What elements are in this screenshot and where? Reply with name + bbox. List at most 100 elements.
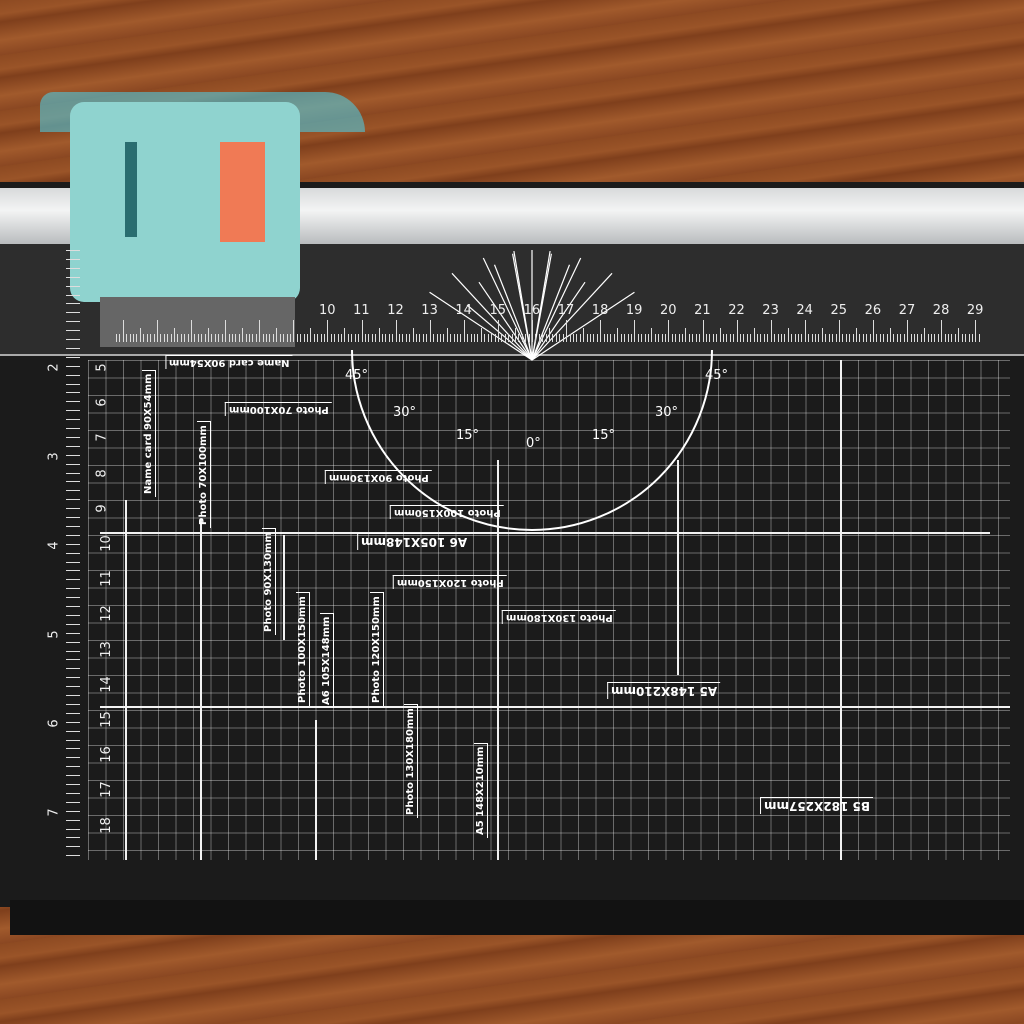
ruler-tick [866,334,868,342]
ruler-tick [545,334,547,342]
ruler-tick [504,334,506,342]
inch-tick [66,748,80,750]
inch-tick [66,757,80,759]
inch-tick [66,695,80,696]
rotary-cutter-head[interactable] [40,92,365,347]
top-ruler-number: 14 [455,303,472,318]
angle-ray [478,281,533,361]
top-ruler-number: 17 [557,303,575,318]
ruler-tick [743,334,745,342]
inch-tick [66,597,80,599]
inch-tick [66,659,80,661]
ruler-tick [528,334,530,342]
inch-tick [66,285,80,287]
guide-line [677,460,679,675]
side-ruler-number: 14 [98,676,114,693]
ruler-tick [726,334,728,342]
ruler-tick [562,334,564,342]
ruler-tick [214,334,216,342]
size-label-vertical: Name card 90X54mm [142,369,156,497]
inch-tick [66,677,80,679]
ruler-tick [255,334,257,342]
ruler-tick [862,334,864,342]
ruler-tick [883,334,885,342]
inch-tick [66,819,80,821]
angle-ray [531,281,586,361]
ruler-tick [859,334,861,342]
ruler-tick [542,334,544,342]
ruler-tick [460,334,462,342]
ruler-tick [371,334,373,342]
ruler-tick [876,334,878,342]
ruler-tick [146,334,148,342]
ruler-tick [589,334,591,342]
ruler-tick [487,334,489,342]
ruler-tick [501,334,503,342]
ruler-tick [231,334,233,342]
grid [88,360,1010,860]
ruler-tick [627,334,629,342]
ruler-tick [399,334,401,342]
ruler-tick [310,328,312,342]
ruler-tick [900,334,902,342]
ruler-tick [289,334,291,342]
ruler-tick [907,320,909,342]
size-label-inverted: Name card 90X54mm [165,355,293,369]
ruler-tick [746,334,748,342]
ruler-tick [538,334,540,342]
angle-ray [531,250,551,361]
ruler-tick [692,334,694,342]
ruler-tick [671,334,673,342]
ruler-tick [235,334,237,342]
top-ruler-number: 11 [353,303,370,318]
ruler-tick [494,334,496,342]
ruler-tick [497,320,499,342]
side-ruler-number: 18 [98,816,114,834]
angle-label: 15° [456,428,480,443]
ruler-tick [457,334,458,342]
ruler-tick [586,334,588,342]
ruler-tick [238,334,240,342]
ruler-tick [552,334,554,342]
ruler-tick [133,334,135,342]
angle-ray [466,304,533,361]
ruler-tick [661,334,663,342]
ruler-tick [439,334,441,342]
ruler-tick [801,334,803,342]
guide-line [283,535,285,640]
inch-ruler-number: 5 [46,630,62,639]
ruler-tick [375,334,377,342]
ruler-tick [402,334,404,342]
inch-tick [66,632,80,634]
ruler-tick [958,328,960,342]
ruler-tick [815,334,817,342]
ruler-tick [160,334,162,342]
ruler-tick [436,334,438,342]
ruler-tick [163,334,165,342]
ruler-tick [303,334,305,342]
ruler-tick [566,320,568,342]
inch-ruler-number: 7 [46,808,62,817]
inch-tick [66,463,80,465]
ruler-tick [641,334,643,342]
ruler-tick [153,334,155,342]
inch-tick [66,810,80,812]
ruler-tick [327,320,329,342]
ruler-tick [429,320,431,342]
ruler-tick [855,328,857,342]
ruler-tick [170,334,172,342]
ruler-tick [965,334,967,342]
ruler-tick [453,334,455,342]
ruler-tick [126,334,128,342]
ruler-tick [927,334,929,342]
inch-tick [66,490,80,492]
ruler-tick [951,334,953,342]
ruler-tick [784,334,786,342]
inch-ruler-number: 3 [46,452,62,461]
ruler-tick [753,328,755,342]
ruler-tick [306,334,308,342]
inch-tick [66,303,80,305]
ruler-tick [330,334,332,342]
ruler-tick [525,334,527,342]
top-ruler-number: 22 [728,303,745,318]
